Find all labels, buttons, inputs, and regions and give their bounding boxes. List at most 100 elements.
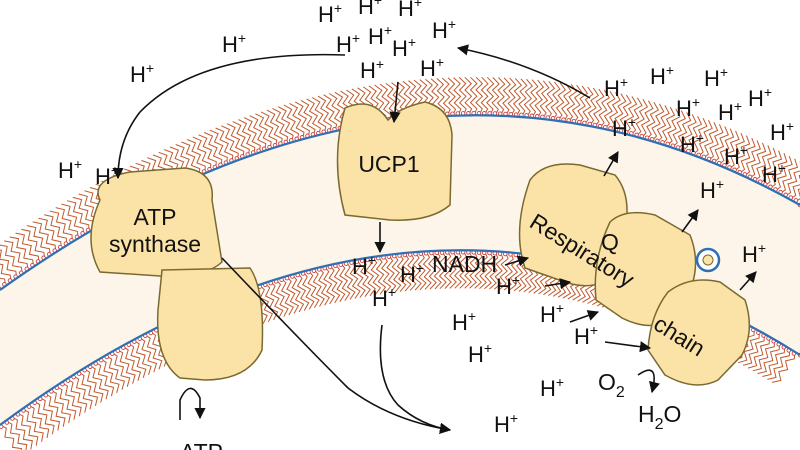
lipid-tail [269, 280, 284, 319]
lipid-tail [10, 416, 33, 450]
lipid-tail [243, 117, 261, 153]
lipid-tail [459, 250, 467, 289]
lipid-tail [635, 98, 649, 138]
lipid-tail [702, 121, 719, 160]
lipid-tail [738, 137, 756, 175]
lipid-tail [296, 272, 310, 311]
proton-label: H+ [368, 22, 392, 49]
lipid-tail [55, 385, 77, 420]
atp-synthase-label-2: synthase [109, 231, 201, 257]
lipid-tail [318, 267, 330, 306]
proton-label: H+ [400, 260, 424, 287]
lipid-tail [198, 134, 217, 169]
proton-label: H+ [650, 62, 674, 89]
lipid-tail [718, 128, 735, 166]
lipid-tail [266, 109, 283, 146]
lipid-tail [83, 368, 104, 403]
lipid-tail [614, 93, 627, 132]
lipid-tail [619, 94, 632, 134]
lipid-tail [0, 263, 12, 283]
lipid-tail [438, 250, 447, 290]
proton-label: H+ [700, 176, 724, 203]
lipid-tail [577, 85, 589, 125]
lipid-tail [609, 92, 621, 131]
lipid-tail [566, 84, 578, 123]
lipid-tail [370, 256, 382, 296]
lipid-tail [502, 77, 511, 117]
lipid-tail [771, 351, 796, 383]
lipid-tail [523, 78, 534, 118]
lipid-tail [333, 263, 346, 302]
proton-label: H+ [540, 374, 564, 401]
proton-label: H+ [612, 114, 636, 141]
lipid-tail [534, 79, 545, 119]
lipid-tail [26, 225, 51, 256]
lipid-tail [518, 78, 528, 118]
lipid-tail [72, 374, 93, 410]
arrow-h-out-3 [739, 271, 757, 291]
lipid-tail [545, 81, 556, 120]
lipid-tail [249, 115, 267, 151]
lipid-tail [738, 330, 760, 364]
arrow-o2-to-h2o [637, 369, 660, 394]
lipid-tail [784, 161, 800, 198]
lipid-tail [61, 382, 82, 417]
proton-label: H+ [358, 0, 382, 19]
lipid-tail [16, 412, 39, 446]
lipid-tail [22, 408, 44, 442]
lipid-tail [323, 94, 338, 132]
lipid-tail [9, 236, 34, 267]
lipid-tail [762, 345, 786, 377]
lipid-tail [4, 240, 29, 271]
ucp1-protein [336, 101, 453, 221]
lipid-tail [464, 250, 473, 289]
proton-label: H+ [352, 252, 376, 279]
proton-label: H+ [762, 160, 786, 187]
lipid-tail [603, 91, 616, 130]
arrow-atp-synthase-to-matrix [221, 257, 452, 434]
lipid-tail [0, 277, 7, 287]
lipid-tail [302, 271, 315, 310]
lipid-tail [769, 153, 788, 190]
lipid-tail [640, 100, 654, 139]
lipid-tail [723, 130, 740, 168]
proton-label: H+ [574, 322, 598, 349]
lipid-tail [283, 104, 300, 141]
lipid-tail [300, 99, 316, 137]
proton-label: H+ [742, 240, 766, 267]
lipid-tail [480, 76, 489, 116]
proton-label: H+ [680, 130, 704, 157]
proton-labels: H+H+H+H+H+H+H+H+H+H+H+H+H+H+H+H+H+H+H+H+… [58, 0, 794, 437]
arrow-h-out-2 [681, 209, 699, 233]
lipid-tail [582, 86, 594, 126]
lipid-tail [122, 345, 142, 381]
proton-label: H+ [392, 34, 416, 61]
arrow-h-into-chain-3 [604, 341, 652, 353]
lipid-tail [733, 135, 751, 172]
lipid-tail [484, 250, 494, 290]
lipid-tail [743, 140, 761, 177]
lipid-tail [493, 251, 504, 290]
lipid-tail [289, 102, 305, 140]
lipid-tail [209, 129, 228, 165]
lipid-tail [221, 125, 239, 161]
lipid-tail [38, 396, 61, 431]
lipid-tail [88, 364, 109, 400]
lipid-tail [77, 371, 99, 407]
lipid-tail [381, 255, 392, 294]
lipid-tail [767, 348, 791, 380]
lipid-tail [475, 76, 484, 116]
lipid-tail [453, 250, 462, 289]
o2-label: O2 [598, 369, 625, 401]
lipid-tail [748, 142, 767, 179]
lipid-tail [61, 203, 85, 236]
lipid-tail [133, 339, 152, 376]
lipid-tail [453, 77, 462, 116]
lipid-tail [275, 279, 289, 317]
lipid-tail [774, 155, 793, 192]
lipid-tail [436, 78, 446, 117]
lipid-tail [458, 77, 467, 116]
lipid-tail [646, 101, 659, 140]
lipid-tail [264, 282, 279, 321]
